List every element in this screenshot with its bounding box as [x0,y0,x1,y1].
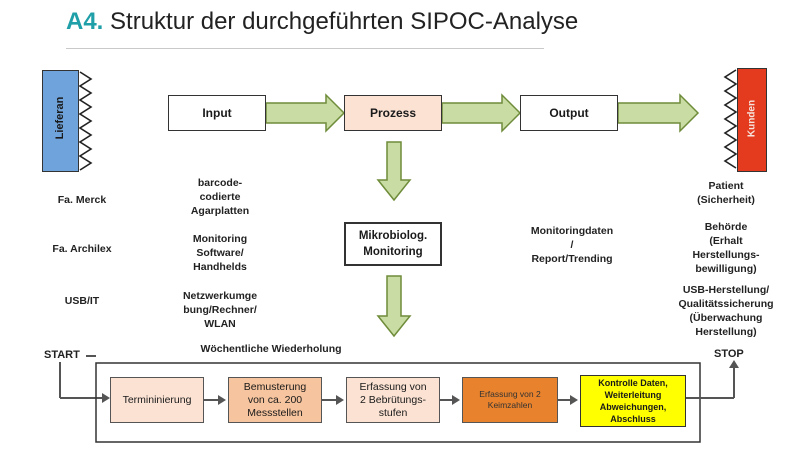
input-item-recurrence: Wöchentliche Wiederholung [200,343,342,355]
customer-item: Behörde (Erhalt Herstellungs- bewilligun… [692,221,760,275]
supplier-item: USB/IT [64,295,100,307]
customer-bar [737,68,767,172]
supplier-item: Fa. Merck [57,194,107,206]
process-step-incubation: Erfassung von 2 Bebrütungs- stufen [346,377,440,423]
figure-title-text: Struktur der durchgeführten SIPOC-Analys… [110,8,579,35]
process-frame [95,362,701,443]
step-arrowhead-4 [570,395,578,405]
supplier-zigzag [78,71,93,171]
process-box: Prozess [344,95,442,131]
step-arrowhead-1 [218,395,226,405]
monitoring-box: Mikrobiolog. Monitoring [344,222,442,266]
customer-item: Patient (Sicherheit) [697,180,755,206]
input-item: Netzwerkumge bung/Rechner/ WLAN [182,290,258,330]
stop-arrowhead [729,360,739,368]
arrow-process-down [376,141,412,202]
input-item: Monitoring Software/ Handhelds [192,233,248,273]
arrow-process-to-output [441,93,522,133]
input-box: Input [168,95,266,131]
supplier-bar [42,70,79,172]
arrow-input-to-process [265,93,346,133]
output-box: Output [520,95,618,131]
customer-item: USB-Herstellung/ Qualitätssicherung (Übe… [678,284,774,338]
process-step-sampling: Bemusterung von ca. 200 Messstellen [228,377,322,423]
arrow-output-to-customer [617,93,700,133]
stop-label: STOP [714,348,744,360]
process-step-colony-count: Erfassung von 2 Keimzahlen [462,377,558,423]
process-step-scheduling: Termininierung [110,377,204,423]
step-arrowhead-2 [336,395,344,405]
step-arrowhead-3 [452,395,460,405]
figure-number: A4. [66,8,104,35]
supplier-item: Fa. Archilex [52,243,112,255]
customer-zigzag [723,69,738,169]
input-item: barcode- codierte Agarplatten [190,177,250,217]
figure-title: A4. Struktur der durchgeführten SIPOC-An… [66,8,578,36]
arrow-monitoring-down [376,275,412,338]
customer-bar-label: Kunden [746,99,758,138]
process-step-data-review: Kontrolle Daten, Weiterleitung Abweichun… [580,375,686,427]
start-label: START [44,349,80,361]
output-item: Monitoringdaten / Report/Trending [530,225,614,265]
start-arrowhead [102,393,110,403]
supplier-bar-label: Lieferan [54,96,66,140]
title-divider [66,48,544,49]
